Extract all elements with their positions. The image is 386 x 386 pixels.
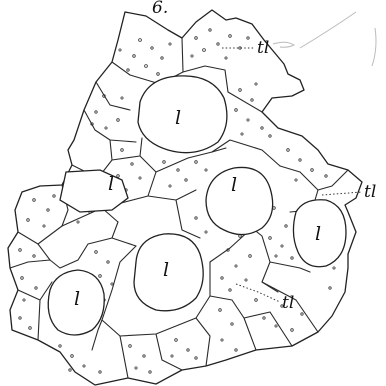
margin-sketch-strokes xyxy=(273,12,376,66)
figure-number: 6. xyxy=(152,0,168,18)
wall-label: tl xyxy=(257,38,269,58)
leader-line xyxy=(236,284,280,302)
lumen-label: l xyxy=(231,174,237,196)
lumen-label: l xyxy=(163,259,169,281)
wall-label: tl xyxy=(282,293,294,313)
lumen-1 xyxy=(138,76,227,153)
leader-line xyxy=(322,192,362,195)
lumen-2 xyxy=(60,170,128,212)
lumen-label: l xyxy=(108,173,114,195)
lumen-label: l xyxy=(74,288,80,310)
cell-lumens xyxy=(48,76,346,335)
lumen-label: l xyxy=(175,107,181,129)
lumen-label: l xyxy=(315,223,321,245)
wall-label: tl xyxy=(364,182,376,202)
lumen-3 xyxy=(206,167,273,234)
